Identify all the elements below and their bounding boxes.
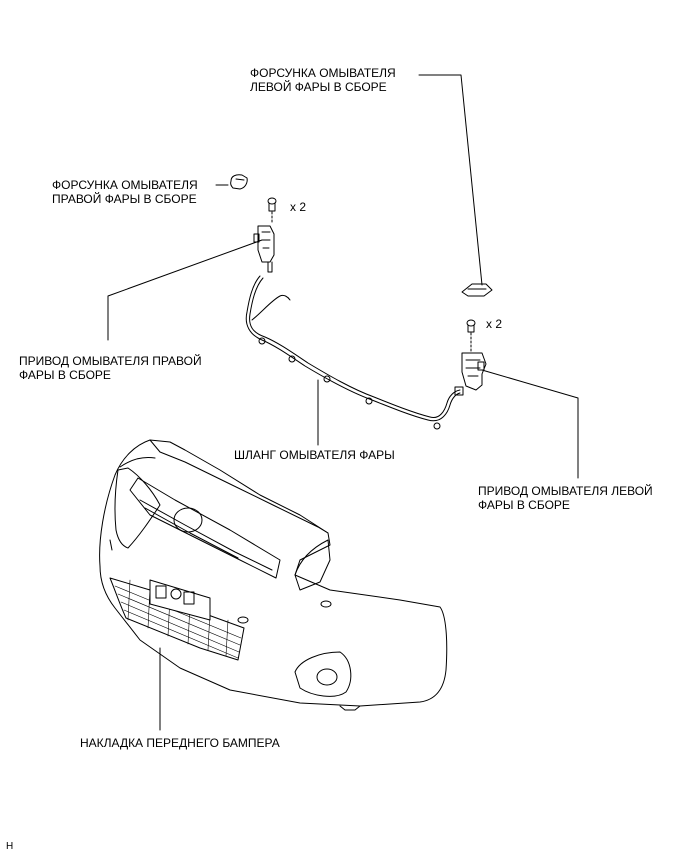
- left-actuator-part: [461, 352, 487, 391]
- left-actuator-label-line2: ФАРЫ В СБОРЕ: [478, 498, 570, 512]
- right-nozzle-label-line2: ПРАВОЙ ФАРЫ В СБОРЕ: [52, 192, 197, 206]
- illustration-code: H: [6, 841, 14, 852]
- left-nozzle-part: [461, 283, 493, 297]
- washer-hose-part: [245, 275, 464, 430]
- left-bolt-quantity: x 2: [486, 317, 503, 331]
- right-actuator-label-line2: ФАРЫ В СБОРЕ: [19, 368, 111, 382]
- left-actuator-label: ПРИВОД ОМЫВАТЕЛЯ ЛЕВОЙ ФАРЫ В СБОРЕ: [478, 484, 653, 512]
- bumper-label: НАКЛАДКА ПЕРЕДНЕГО БАМПЕРА: [80, 736, 280, 750]
- right-bolt-quantity: x 2: [290, 200, 307, 214]
- hose-label: ШЛАНГ ОМЫВАТЕЛЯ ФАРЫ: [234, 448, 395, 462]
- left-actuator-label-line1: ПРИВОД ОМЫВАТЕЛЯ ЛЕВОЙ: [478, 484, 653, 498]
- right-bolt-part: [267, 197, 277, 225]
- right-nozzle-label: ФОРСУНКА ОМЫВАТЕЛЯ ПРАВОЙ ФАРЫ В СБОРЕ: [52, 178, 198, 206]
- left-nozzle-label: ФОРСУНКА ОМЫВАТЕЛЯ ЛЕВОЙ ФАРЫ В СБОРЕ: [250, 66, 396, 94]
- left-bolt-part: [466, 319, 476, 352]
- front-bumper-cover-part: [99, 439, 448, 711]
- right-nozzle-label-line1: ФОРСУНКА ОМЫВАТЕЛЯ: [52, 178, 198, 192]
- leader-lines: [107, 74, 579, 731]
- right-actuator-label: ПРИВОД ОМЫВАТЕЛЯ ПРАВОЙ ФАРЫ В СБОРЕ: [19, 354, 202, 382]
- left-nozzle-label-line2: ЛЕВОЙ ФАРЫ В СБОРЕ: [250, 80, 387, 94]
- right-actuator-part: [253, 225, 275, 273]
- right-actuator-label-line1: ПРИВОД ОМЫВАТЕЛЯ ПРАВОЙ: [19, 354, 202, 368]
- right-nozzle-part: [230, 174, 248, 190]
- left-nozzle-label-line1: ФОРСУНКА ОМЫВАТЕЛЯ: [250, 66, 396, 80]
